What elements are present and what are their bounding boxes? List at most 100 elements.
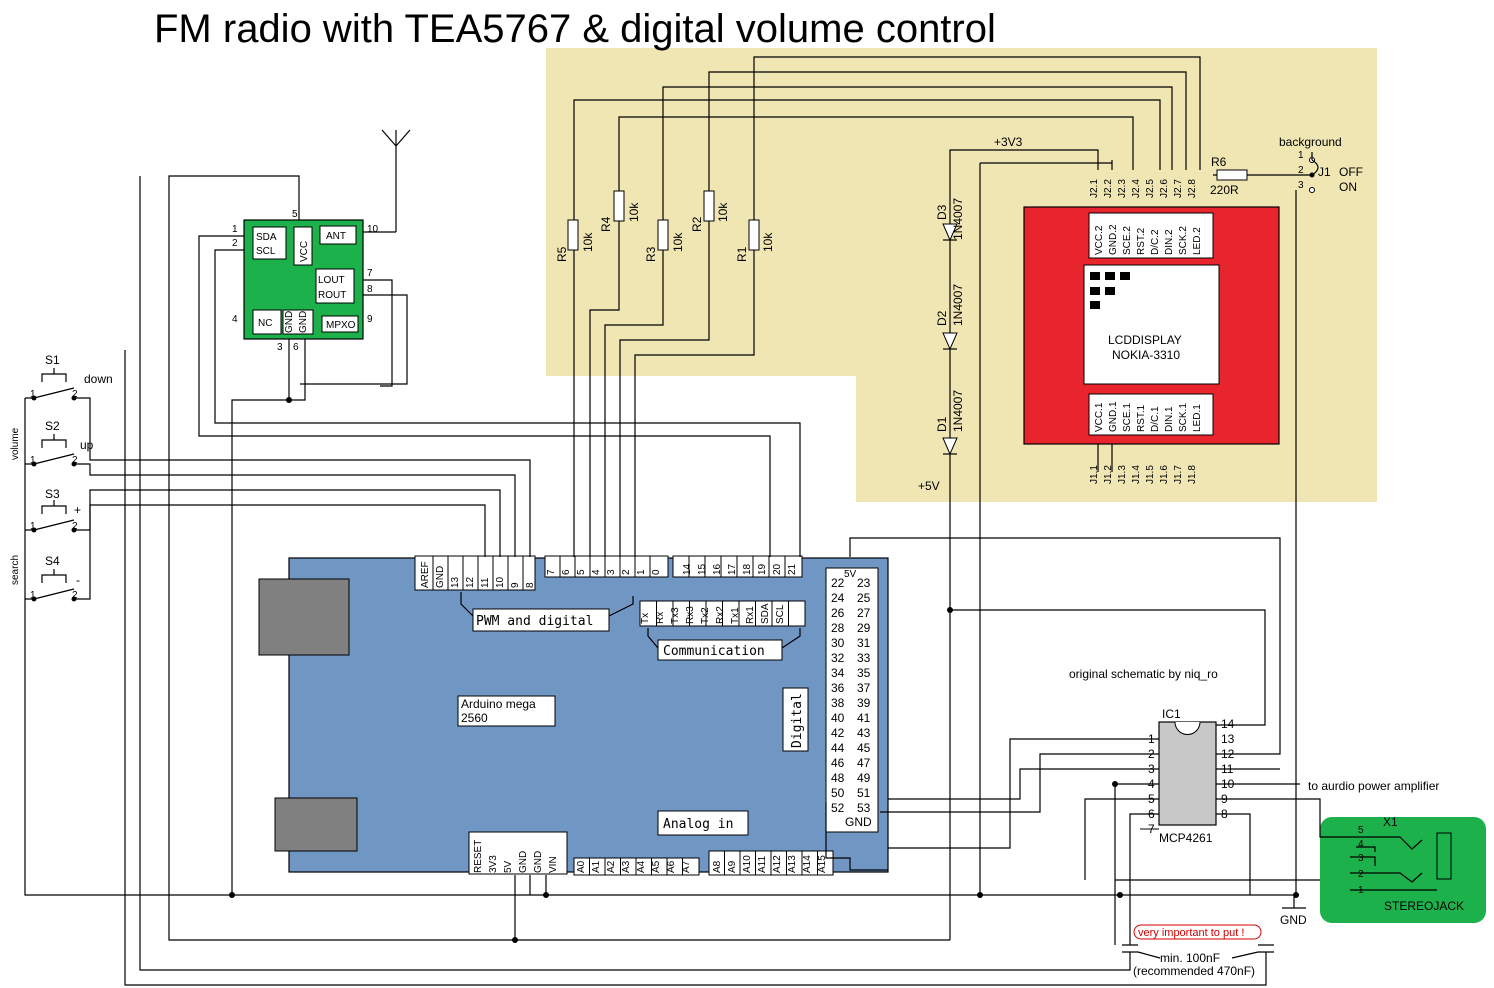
lcd-bottom-pin: RST.1	[1136, 404, 1147, 432]
gnd-symbol: GND	[1280, 895, 1307, 927]
arduino-digital-left-pin: 40	[831, 711, 845, 725]
tea-gnd1-label: GND	[284, 311, 295, 333]
search-side-label: search	[10, 555, 21, 585]
tea-rout-label: ROUT	[318, 290, 346, 301]
lcd-bottom-pin: LED.1	[1192, 404, 1203, 432]
diodes: D3 1N4007 D2 1N4007 D1 1N4007	[935, 198, 965, 456]
lcd-title-1: LCDDISPLAY	[1108, 333, 1182, 347]
tea-scl-label: SCL	[256, 246, 276, 257]
arduino-comm-pin: 16	[712, 563, 723, 575]
arduino-digital-left-pin: 50	[831, 786, 845, 800]
lcd-bottom-pin: VCC.1	[1094, 402, 1105, 432]
lcd-j2-pin: J2.7	[1173, 179, 1184, 198]
switch-s3-pin2: 2	[72, 521, 78, 532]
resistor-r4-name: R4	[599, 216, 613, 232]
arduino-analog-pin: A5	[651, 860, 662, 873]
arduino-digital-left-pin: 22	[831, 576, 845, 590]
jumper-off: OFF	[1339, 165, 1363, 179]
lcd-top-pin: LED.2	[1192, 227, 1203, 255]
arduino-digital-pin: 4	[591, 569, 602, 575]
arduino-digital-pin: 6	[561, 569, 572, 575]
jack-pin-3: 3	[1358, 853, 1364, 864]
diode-d2-value: 1N4007	[951, 284, 965, 326]
arduino-comm-name: Rx	[655, 612, 666, 624]
arduino-comm-pin: 21	[787, 563, 798, 575]
tea-pin-1: 1	[232, 224, 238, 235]
switch-s3-pin1: 1	[30, 521, 36, 532]
arduino-digital-right-pin: 33	[857, 651, 871, 665]
credit-label: original schematic by niq_ro	[1069, 667, 1218, 681]
arduino-digital-left-pin: 44	[831, 741, 845, 755]
stereo-jack-x1: to aurdio power amplifier X1 STEREOJACK …	[1308, 779, 1464, 913]
arduino-analog-pin: A12	[772, 855, 783, 873]
arduino-pwm-pin: 12	[465, 576, 476, 588]
lcd-j2-pin: J2.3	[1117, 179, 1128, 198]
arduino-digital-right-pin: 27	[857, 606, 871, 620]
resistor-r5-name: R5	[555, 246, 569, 262]
arduino-digital-right-pin: 31	[857, 636, 871, 650]
tea-pin-5: 5	[292, 209, 298, 220]
switch-s2-pin2: 2	[72, 455, 78, 466]
ic1-name: IC1	[1162, 707, 1181, 721]
lcd-top-pin: RST.2	[1136, 227, 1147, 255]
lcd-bottom-pin: SCK.1	[1178, 403, 1189, 432]
arduino-digital-left-pin: 24	[831, 591, 845, 605]
lcd-bottom-pin: D/C.1	[1150, 406, 1161, 432]
lcd-j2-pin: J2.4	[1131, 179, 1142, 198]
jack-pin-1: 1	[1358, 885, 1364, 896]
digital-5v-label: 5V	[844, 569, 857, 580]
arduino-analog-pin: A2	[606, 860, 617, 873]
arduino-power-pin: RESET	[473, 840, 484, 873]
diode-d3-value: 1N4007	[951, 198, 965, 240]
lcd-bottom-pin: DIN.1	[1164, 406, 1175, 432]
tea-ant-label: ANT	[326, 231, 346, 242]
arduino-comm-pin: 18	[742, 563, 753, 575]
arduino-digital-right-pin: 41	[857, 711, 871, 725]
switch-s2-pin1: 1	[30, 455, 36, 466]
switch-s4-pin2: 2	[72, 590, 78, 601]
arduino-comm-pin: 15	[697, 563, 708, 575]
arduino-digital-left-pin: 42	[831, 726, 845, 740]
lcd-j2-pin: J2.2	[1103, 179, 1114, 198]
lcd-j1-pin: J1.4	[1131, 465, 1142, 484]
arduino-analog-pin: A6	[666, 860, 677, 873]
lcd-bottom-pin: SCE.1	[1122, 403, 1133, 432]
arduino-analog-pin: A15	[817, 855, 828, 873]
arduino-pwm-pin: 11	[480, 577, 491, 588]
arduino-digital-right-pin: 25	[857, 591, 871, 605]
arduino-comm-pin: 14	[682, 563, 693, 575]
jumper-j1: background 1 2 3 J1 OFF ON	[1279, 135, 1363, 194]
arduino-digital-left-pin: 46	[831, 756, 845, 770]
arduino-digital-right-pin: 49	[857, 771, 871, 785]
jumper-on: ON	[1339, 180, 1357, 194]
arduino-analog-pin: A7	[681, 860, 692, 873]
arduino-comm-pin: 17	[727, 563, 738, 575]
resistor-r5-value: 10k	[581, 232, 595, 252]
arduino-analog-pin: A4	[636, 860, 647, 873]
lcd-j2-pin: J2.6	[1159, 179, 1170, 198]
switch-s4-pin1: 1	[30, 590, 36, 601]
arduino-pwm-pin: 13	[450, 576, 461, 588]
arduino-pwm-pin: 8	[525, 582, 536, 588]
analog-in-label: Analog in	[663, 817, 733, 832]
jumper-name: J1	[1318, 165, 1331, 179]
diode-d2-name: D2	[935, 310, 949, 326]
lcd-j2-pin: J2.5	[1145, 179, 1156, 198]
arduino-analog-pin: A13	[787, 855, 798, 873]
arduino-digital-right-pin: 29	[857, 621, 871, 635]
tea-pin-7: 7	[367, 268, 373, 279]
cap-note: very important to put !	[1138, 927, 1244, 939]
lcd-j1-pin: J1.1	[1089, 465, 1100, 484]
resistor-r6-value: 220R	[1210, 183, 1239, 197]
digital-gnd-label: GND	[845, 815, 872, 829]
resistor-r6-name: R6	[1211, 155, 1227, 169]
switch-s3-label: S3	[45, 487, 60, 501]
jack-pin-2: 2	[1358, 869, 1364, 880]
lcd-top-pin: SCK.2	[1178, 226, 1189, 255]
communication-label: Communication	[663, 644, 765, 659]
arduino-digital-pin: 7	[546, 569, 557, 575]
arduino-digital-left-pin: 30	[831, 636, 845, 650]
arduino-digital-right-pin: 53	[857, 801, 871, 815]
switch-s1-pin1: 1	[30, 389, 36, 400]
digital-label: Digital	[790, 693, 805, 748]
